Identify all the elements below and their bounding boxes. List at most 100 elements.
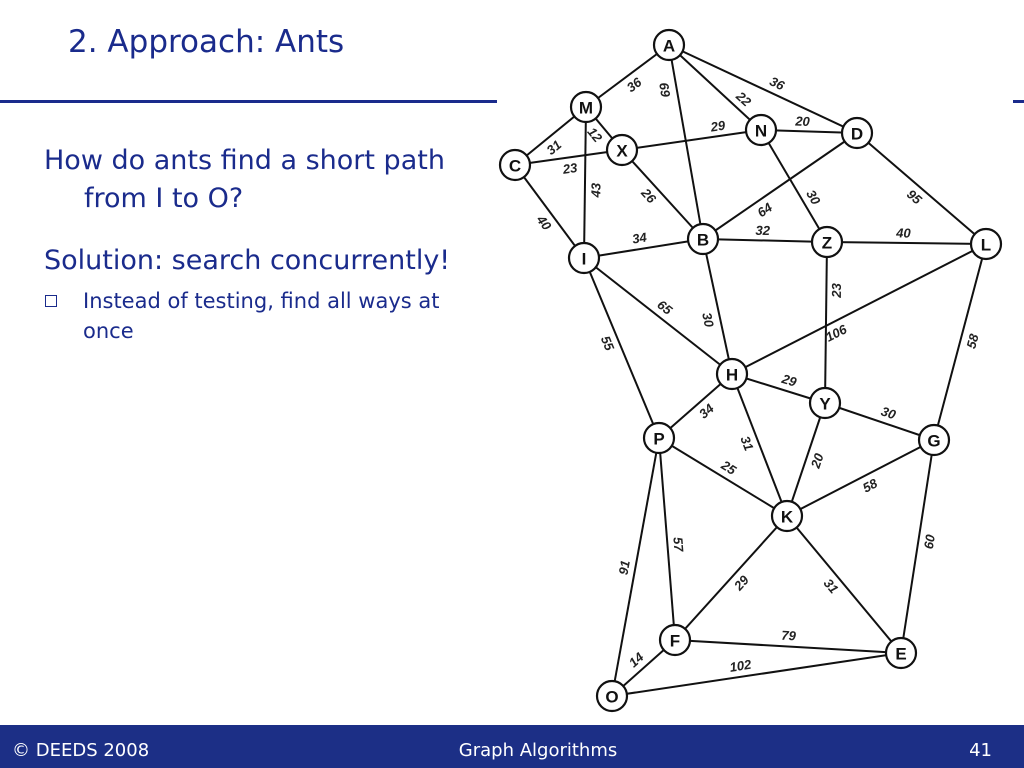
node-circle-B [686,222,720,256]
node-X: X [605,133,639,167]
edge-L-H [731,243,987,375]
edge-K-E [786,515,902,654]
node-H: H [715,357,749,391]
edge-L-G [933,243,987,441]
footer-topic: Graph Algorithms [458,740,618,761]
edge-weight-M-I: 43 [588,182,603,198]
node-C: C [498,148,532,182]
node-circle-G [917,423,951,457]
edge-A-M [585,44,670,108]
node-E: E [884,636,918,670]
edge-weight-Y-G: 30 [879,404,898,423]
edge-X-B [621,149,704,240]
edge-X-N [621,129,762,151]
node-O: O [595,679,629,713]
edge-H-Y [731,373,826,404]
edge-N-Z [760,129,828,243]
edge-weight-H-Y: 29 [779,371,799,390]
sub-bullet-text: Instead of testing, find all ways at onc… [83,289,440,343]
node-label-D: D [851,125,863,144]
edge-Z-L [826,241,987,245]
node-label-G: G [927,432,940,451]
node-K: K [770,499,804,533]
node-label-L: L [981,236,991,255]
node-label-Z: Z [822,234,832,253]
node-label-O: O [605,688,618,707]
edge-M-I [583,106,587,259]
node-circle-K [770,499,804,533]
edge-P-O [611,437,660,697]
edge-D-L [856,132,987,245]
footer-bar: © DEEDS 2008 Graph Algorithms 41 [0,725,1024,768]
edge-I-P [583,257,660,439]
node-D: D [840,116,874,150]
footer-copyright: © DEEDS 2008 [12,740,150,761]
edge-weight-O-E: 102 [729,657,753,675]
bullet-question: How do ants find a short path from I to … [44,145,445,214]
edge-H-K [731,373,788,517]
edge-weight-X-N: 29 [709,118,727,135]
node-N: N [744,113,778,147]
node-G: G [917,423,951,457]
node-I: I [567,241,601,275]
node-circle-E [884,636,918,670]
edge-weight-F-E: 79 [781,628,797,644]
node-label-M: M [579,99,593,118]
title-divider-right [1013,100,1024,103]
node-circle-D [840,116,874,150]
edge-G-E [900,439,935,654]
node-circle-A [652,28,686,62]
edge-P-F [658,437,676,641]
edge-B-Z [702,238,828,243]
node-circle-P [642,421,676,455]
slide-title: 2. Approach: Ants [68,24,345,60]
edge-weight-A-B: 69 [656,81,673,99]
node-circle-N [744,113,778,147]
node-label-X: X [616,142,628,161]
edge-weight-G-E: 60 [921,533,938,550]
checkbox-bullet-icon [45,295,57,307]
edge-Y-K [786,402,826,517]
node-circle-Y [808,386,842,420]
node-M: M [569,90,603,124]
node-label-E: E [895,645,906,664]
edge-weight-P-O: 91 [616,559,633,576]
edge-F-E [674,639,902,654]
node-circle-H [715,357,749,391]
node-Y: Y [808,386,842,420]
bullet-list: How do ants find a short path from I to … [44,142,464,346]
node-circle-M [569,90,603,124]
node-circle-F [658,623,692,657]
edge-weight-H-K: 31 [737,434,756,453]
edge-weight-G-K: 58 [860,475,880,495]
edge-A-D [668,44,858,134]
edge-D-B [702,132,858,240]
footer-page-number: 41 [969,740,992,761]
edge-C-I [514,164,585,259]
edge-weight-B-H: 30 [699,311,717,329]
edge-weight-I-B: 34 [631,229,648,246]
edge-A-N [668,44,762,131]
edge-weight-L-G: 58 [963,331,981,350]
node-circle-O [595,679,629,713]
edge-weight-N-D: 20 [794,114,811,130]
node-label-C: C [509,157,521,176]
edge-O-E [611,652,902,697]
sub-bullet: Instead of testing, find all ways at onc… [44,286,464,346]
edge-weight-X-C: 23 [561,160,579,177]
node-F: F [658,623,692,657]
edge-weight-N-Z: 30 [803,187,824,208]
edge-weight-I-P: 55 [598,334,618,354]
edge-weight-Z-Y: 23 [829,282,844,298]
node-Z: Z [810,225,844,259]
node-circle-X [605,133,639,167]
node-label-H: H [726,366,738,385]
edge-K-F [674,515,788,641]
node-label-I: I [582,250,587,269]
edge-H-P [658,373,733,439]
edge-G-K [786,439,935,517]
edge-weight-P-F: 57 [670,536,686,552]
